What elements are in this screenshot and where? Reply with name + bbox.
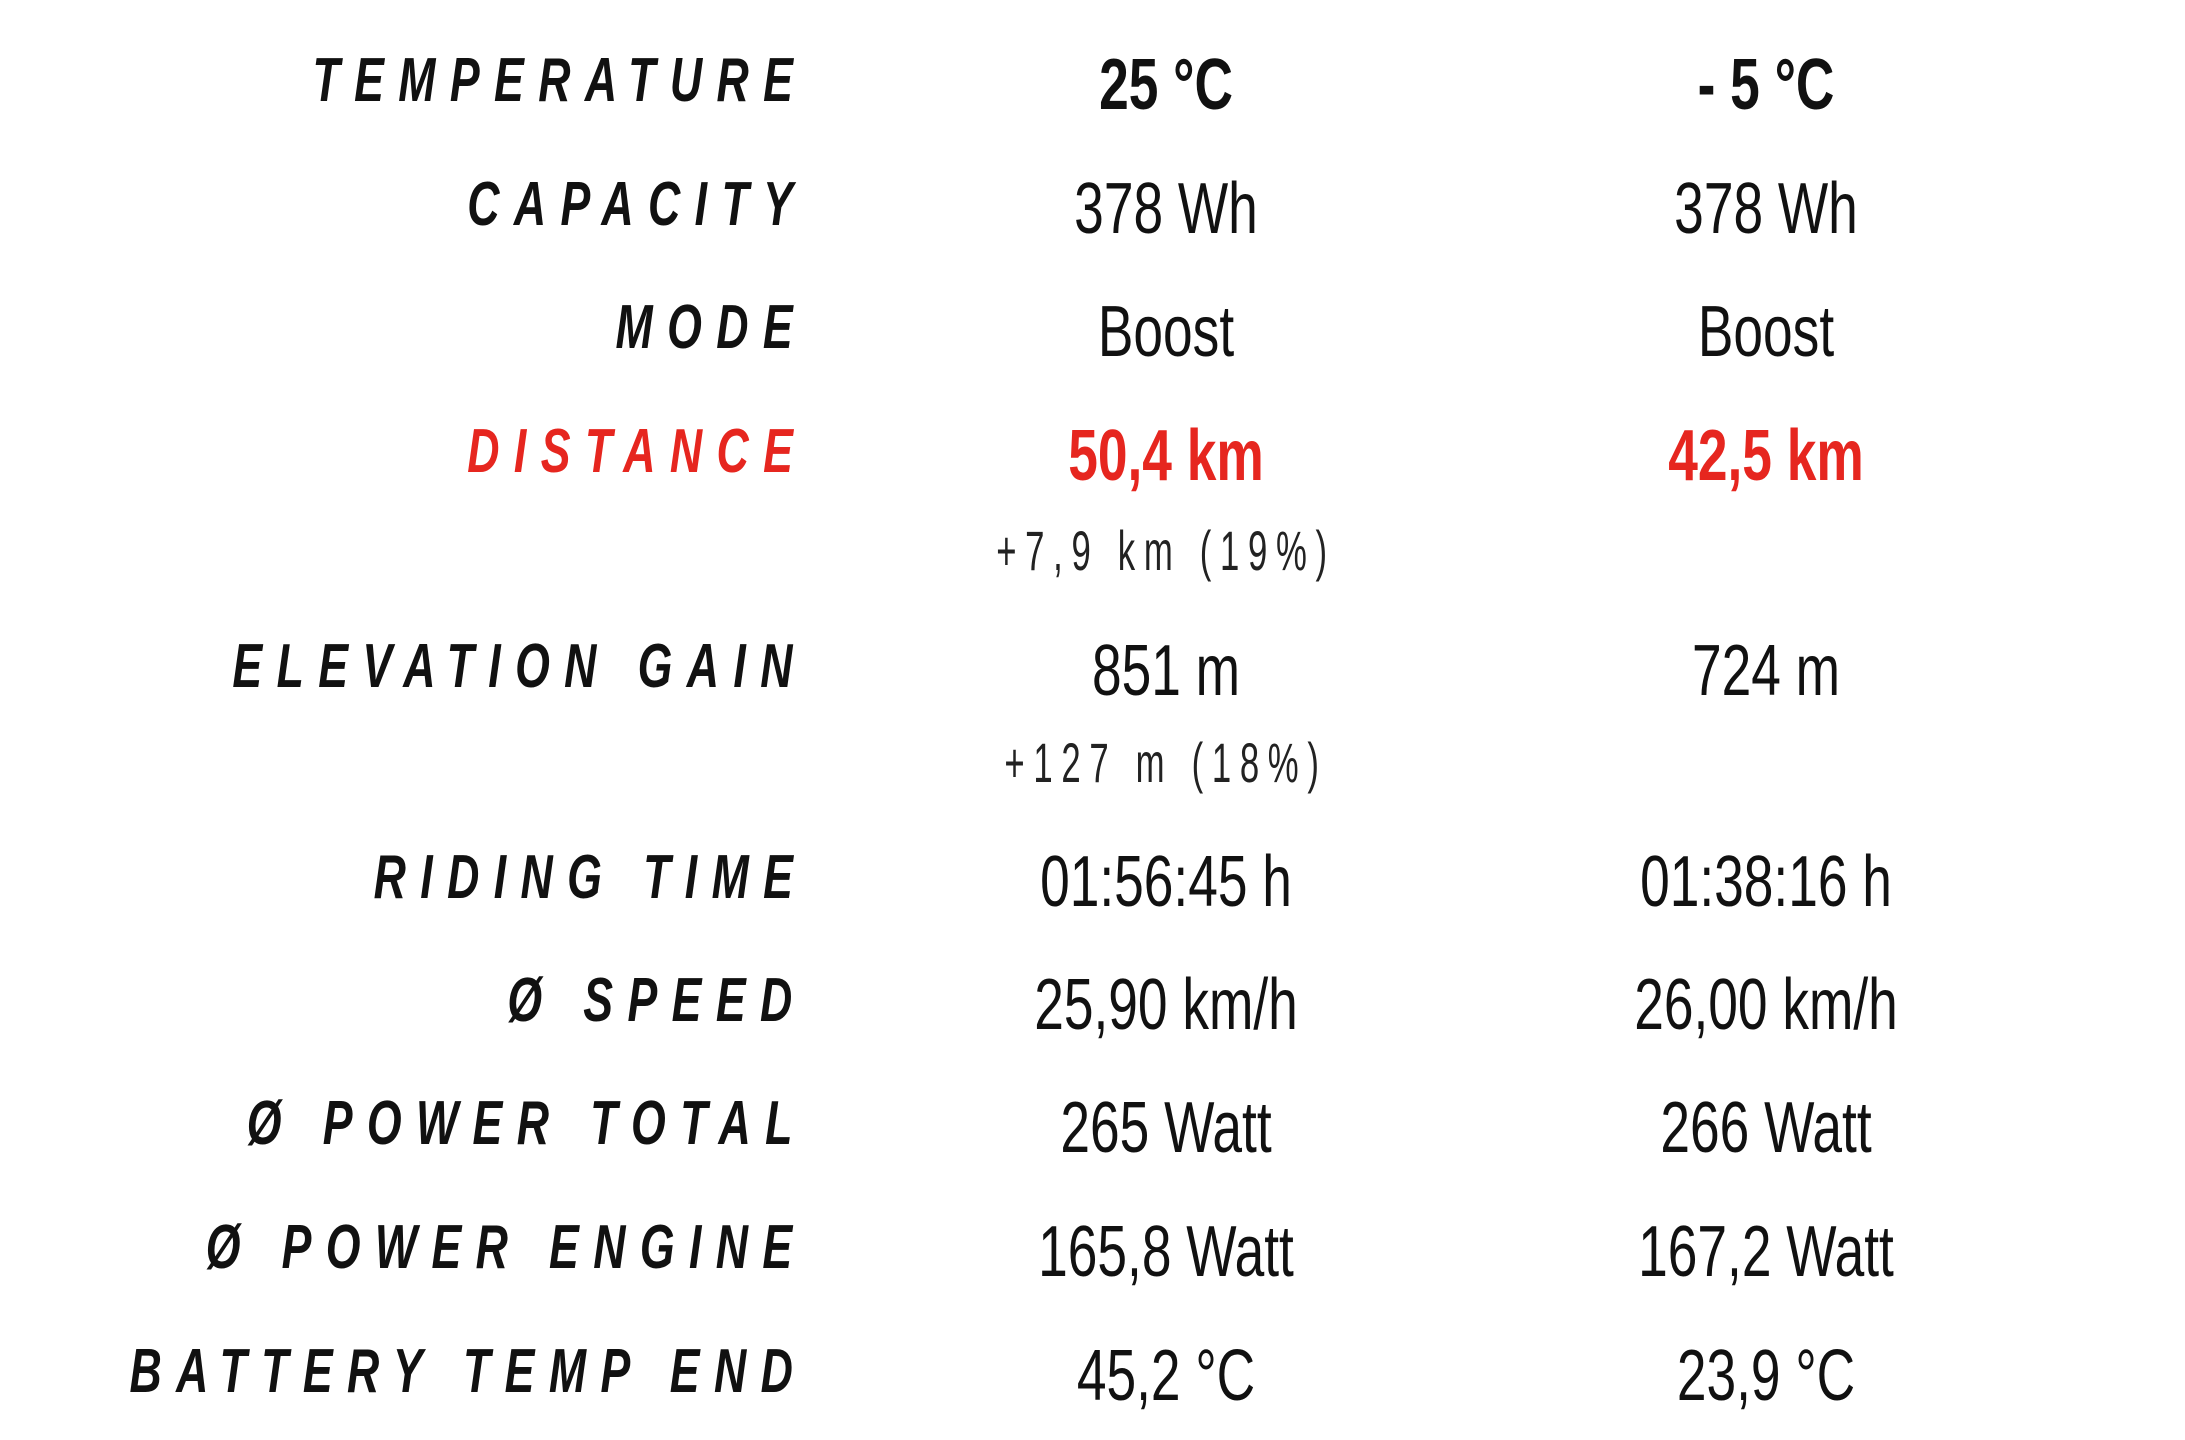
value-riding-time-minus5c: 01:38:16 h <box>1640 842 1892 922</box>
value-temperature-25c: 25 °C <box>1099 45 1233 125</box>
label-temperature: TEMPERATURE <box>312 46 807 115</box>
value-power-engine-minus5c: 167,2 Watt <box>1638 1212 1894 1292</box>
label-mode: MODE <box>615 293 807 362</box>
label-battery-temp-end: BATTERY TEMP END <box>129 1337 807 1406</box>
value-distance-minus5c: 42,5 km <box>1668 416 1864 496</box>
label-elevation-gain: ELEVATION GAIN <box>232 632 807 701</box>
value-power-engine-25c: 165,8 Watt <box>1038 1212 1294 1292</box>
value-battery-temp-25c: 45,2 °C <box>1076 1336 1256 1416</box>
label-avg-power-engine: Ø POWER ENGINE <box>206 1213 807 1282</box>
value-mode-25c: Boost <box>1097 292 1235 372</box>
value-power-total-25c: 265 Watt <box>1060 1088 1272 1168</box>
label-capacity: CAPACITY <box>466 170 807 239</box>
value-mode-minus5c: Boost <box>1697 292 1835 372</box>
value-distance-25c: 50,4 km <box>1068 416 1264 496</box>
value-speed-25c: 25,90 km/h <box>1034 965 1298 1045</box>
distance-difference: +7,9 km (19%) <box>996 519 1336 582</box>
value-temperature-minus5c: - 5 °C <box>1697 45 1835 125</box>
value-battery-temp-minus5c: 23,9 °C <box>1676 1336 1856 1416</box>
value-speed-minus5c: 26,00 km/h <box>1634 965 1898 1045</box>
label-avg-speed: Ø SPEED <box>507 966 807 1035</box>
value-riding-time-25c: 01:56:45 h <box>1040 842 1292 922</box>
elevation-difference: +127 m (18%) <box>1004 731 1328 794</box>
value-capacity-25c: 378 Wh <box>1074 169 1258 249</box>
label-riding-time: RIDING TIME <box>373 843 807 912</box>
label-avg-power-total: Ø POWER TOTAL <box>246 1089 807 1158</box>
label-distance: DISTANCE <box>466 417 807 486</box>
value-elevation-25c: 851 m <box>1091 631 1241 711</box>
value-elevation-minus5c: 724 m <box>1691 631 1841 711</box>
value-capacity-minus5c: 378 Wh <box>1674 169 1858 249</box>
value-power-total-minus5c: 266 Watt <box>1660 1088 1872 1168</box>
